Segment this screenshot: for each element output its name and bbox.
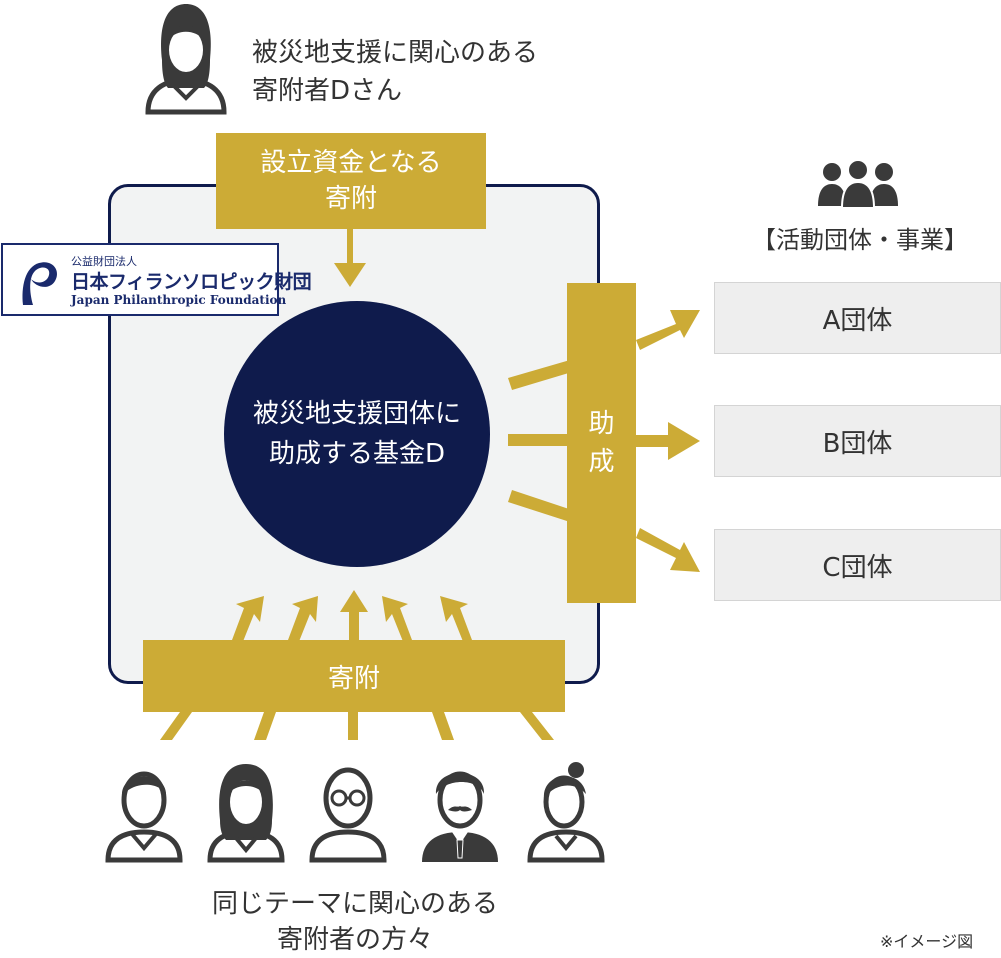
grant-to-groups-arrows [636, 310, 700, 572]
logo-main-text: 日本フィランソロピック財団 [71, 271, 312, 293]
donors-caption: 同じテーマに関心のある 寄附者の方々 [211, 889, 498, 955]
donation-box: 寄附 [143, 640, 565, 712]
groups-header: 【活動団体・事業】 [752, 226, 968, 254]
female-donor-icon [145, 4, 227, 115]
donor-woman-icon [207, 764, 285, 863]
grant-label: 助成 [588, 409, 615, 477]
donor-d-label: 被災地支援に関心のある 寄附者Dさん [252, 34, 538, 110]
founding-donation-box: 設立資金となる 寄附 [216, 133, 486, 229]
donation-label: 寄附 [327, 663, 380, 694]
founding-arrow-down [334, 229, 366, 287]
group-c-box: C団体 [714, 529, 1001, 601]
fund-circle: 被災地支援団体に 助成する基金D [224, 301, 490, 567]
foundation-logo-mark [22, 262, 58, 305]
logo-small-text: 公益財団法人 [71, 255, 137, 268]
donor-ponytail-woman-icon [527, 762, 605, 863]
image-note: ※イメージ図 [880, 932, 974, 951]
donor-mustache-man-icon [422, 771, 498, 862]
group-b-box: B団体 [714, 405, 1001, 477]
donor-to-donation-lines [160, 712, 554, 740]
donor-d-line2: 寄附者Dさん [252, 76, 403, 106]
founding-donation-label: 設立資金となる 寄附 [260, 148, 442, 214]
donor-man-icon [105, 771, 183, 863]
donation-to-fund-arrows [232, 590, 472, 644]
group-a-box: A団体 [714, 282, 1001, 354]
group-people-icon [818, 160, 898, 208]
donor-bald-glasses-icon [309, 767, 387, 863]
donor-d-line1: 被災地支援に関心のある [252, 38, 539, 68]
circle-to-grant-arrows [508, 360, 572, 522]
fund-label: 被災地支援団体に 助成する基金D [252, 399, 461, 469]
grant-bar: 助成 [567, 283, 636, 603]
foundation-logo: 公益財団法人 日本フィランソロピック財団 Japan Philanthropic… [1, 243, 312, 316]
logo-english-text: Japan Philanthropic Foundation [71, 293, 287, 307]
